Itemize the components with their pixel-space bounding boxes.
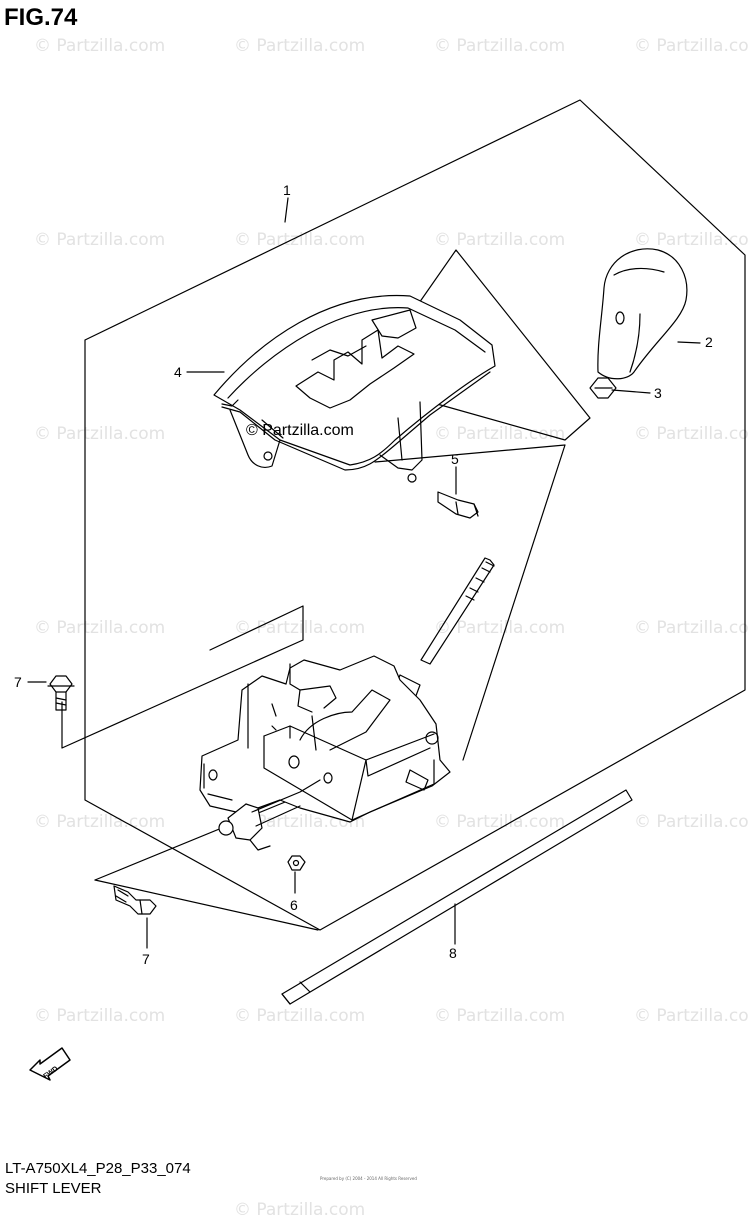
- callout-4: 4: [174, 364, 182, 380]
- watermark: © Partzilla.com: [434, 230, 566, 250]
- watermark: © Partzilla.com: [634, 618, 749, 638]
- watermark: © Partzilla.com: [234, 36, 366, 56]
- leader-knob-triangle: [409, 249, 591, 441]
- leader-3: [611, 389, 651, 394]
- shift-lever-bracket: [199, 655, 451, 823]
- site-overlay-label: © Partzilla.com: [246, 422, 354, 439]
- watermark: © Partzilla.com: [234, 1200, 366, 1220]
- watermark: © Partzilla.com: [434, 1006, 566, 1026]
- callout-5: 5: [451, 451, 459, 467]
- callout-6: 6: [290, 897, 298, 913]
- nut-6: [287, 855, 306, 871]
- copyright-note: Prepared by (C) 2004 - 2014 All Rights R…: [320, 1176, 417, 1181]
- diagram-code: LT-A750XL4_P28_P33_074: [5, 1160, 191, 1177]
- knob-nut: [589, 377, 617, 399]
- bolt-7-lower: [113, 885, 157, 915]
- watermark: © Partzilla.com: [34, 1006, 166, 1026]
- bolt-5: [437, 491, 479, 519]
- shift-gate-cover: [213, 294, 496, 483]
- assembly-boundary: [84, 99, 746, 931]
- watermark: © Partzilla.com: [34, 424, 166, 444]
- callout-8: 8: [449, 945, 457, 961]
- leader-frame-bottom: [94, 879, 319, 931]
- callout-1: 1: [283, 182, 291, 198]
- watermark: © Partzilla.com: [634, 36, 749, 56]
- watermark: © Partzilla.com: [234, 230, 366, 250]
- watermark: © Partzilla.com: [34, 812, 166, 832]
- watermark: © Partzilla.com: [34, 230, 166, 250]
- shift-knob: [597, 248, 688, 380]
- watermark: © Partzilla.com: [634, 424, 749, 444]
- figure-title: FIG.74: [4, 4, 78, 31]
- diagram-name: SHIFT LEVER: [5, 1180, 102, 1197]
- callout-7-upper: 7: [14, 674, 22, 690]
- leader-bolt-7-upper: [61, 605, 304, 749]
- fwd-arrow-icon: [29, 1047, 71, 1081]
- long-rod-8: [281, 789, 633, 1005]
- linkage-ball-joint: [218, 779, 321, 851]
- watermark: © Partzilla.com: [434, 36, 566, 56]
- watermark: © Partzilla.com: [234, 1006, 366, 1026]
- bolt-7-upper: [47, 675, 75, 711]
- watermark: © Partzilla.com: [434, 812, 566, 832]
- watermark: © Partzilla.com: [634, 230, 749, 250]
- leader-1: [284, 197, 289, 223]
- callout-3: 3: [654, 385, 662, 401]
- watermark: © Partzilla.com: [634, 1006, 749, 1026]
- watermark: © Partzilla.com: [34, 36, 166, 56]
- watermark: © Partzilla.com: [34, 618, 166, 638]
- watermark: © Partzilla.com: [434, 424, 566, 444]
- callout-7-lower: 7: [142, 951, 150, 967]
- leader-rod-triangle: [374, 444, 566, 761]
- watermark: © Partzilla.com: [634, 812, 749, 832]
- leader-2: [677, 341, 701, 344]
- watermark: © Partzilla.com: [434, 618, 566, 638]
- callout-2: 2: [705, 334, 713, 350]
